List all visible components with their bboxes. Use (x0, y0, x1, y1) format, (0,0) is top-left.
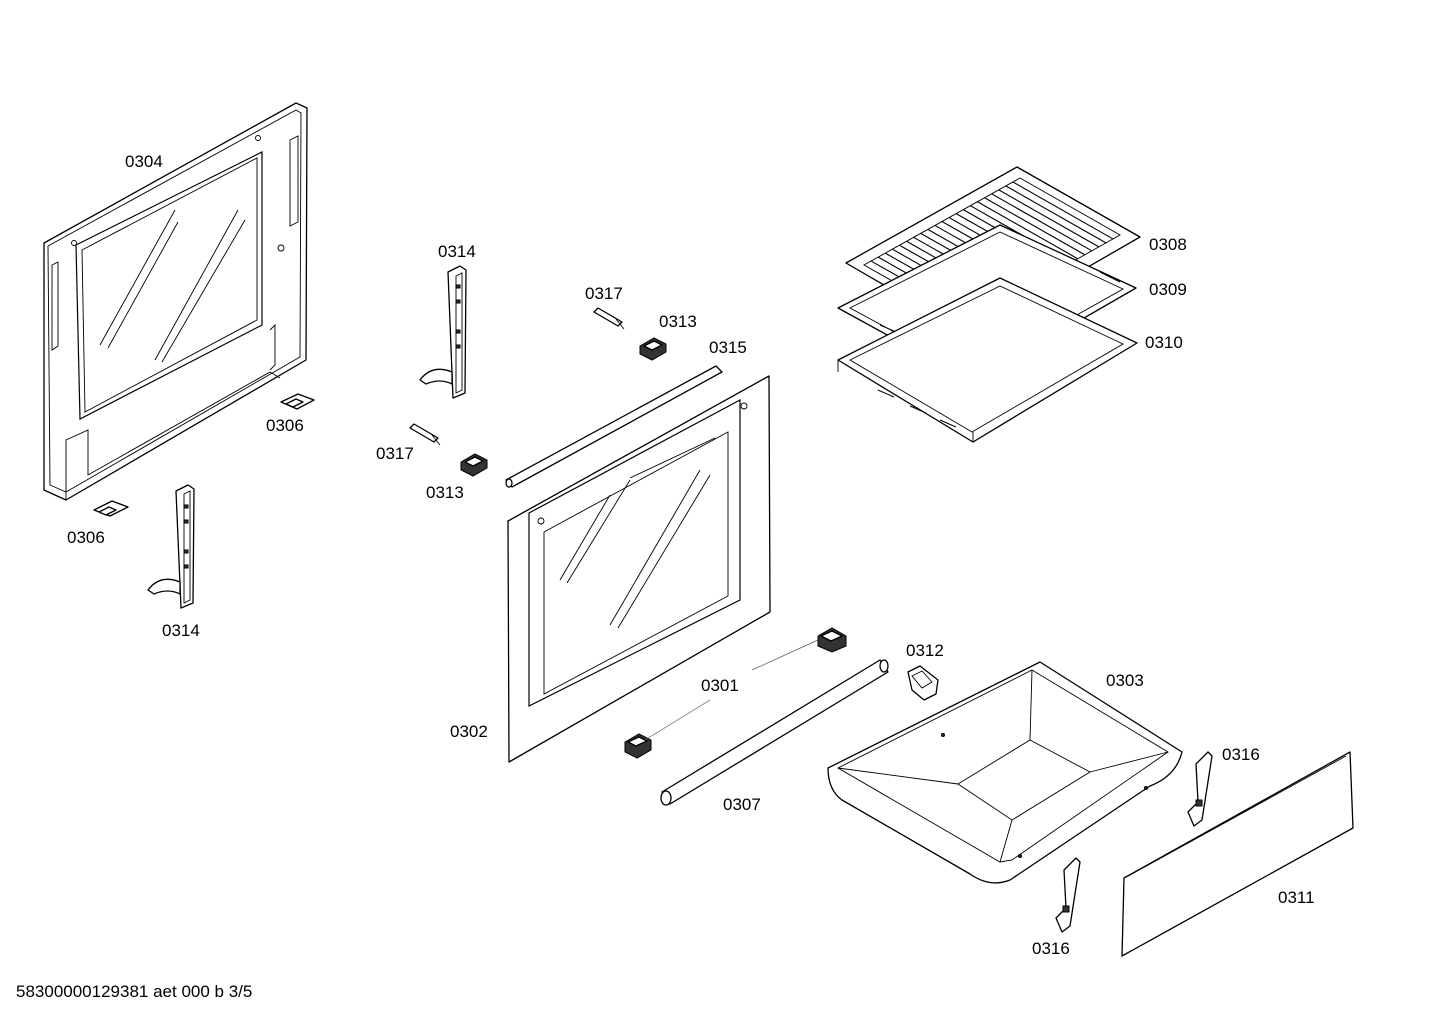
part-label-0310: 0310 (1145, 333, 1183, 352)
part-label-0301: 0301 (701, 676, 739, 695)
shelf-wire (984, 197, 1086, 256)
pin-part-0317-upper (593, 307, 625, 330)
part-label-0307: 0307 (723, 795, 761, 814)
shelf-wire (977, 201, 1078, 260)
part-label-0311: 0311 (1278, 888, 1315, 907)
shelf-wire (1012, 181, 1114, 240)
shelf-wire (991, 193, 1093, 252)
clip-part-0306-upper (280, 393, 315, 410)
part-label-0313-upper: 0313 (659, 312, 697, 331)
part-label-0314-lower: 0314 (162, 621, 200, 640)
part-label-0304: 0304 (125, 152, 163, 171)
bracket-part-0316-lower (1055, 857, 1081, 933)
part-label-0302: 0302 (450, 722, 488, 741)
part-label-0315: 0315 (709, 338, 747, 357)
part-label-0316-upper: 0316 (1222, 745, 1260, 764)
part-label-0306-upper: 0306 (266, 416, 304, 435)
seal-rod-part-0315 (505, 365, 723, 488)
shelf-wire (998, 189, 1100, 248)
deep-tray-part-0310 (837, 277, 1138, 443)
drawer-front-part-0311 (1121, 751, 1354, 957)
block-part-0313-upper (639, 337, 667, 361)
door-frame-part-0304 (43, 102, 308, 501)
part-label-0303: 0303 (1106, 671, 1144, 690)
bracket-part-0316-upper (1187, 751, 1213, 827)
part-label-0309: 0309 (1149, 280, 1187, 299)
drawer-tray-part-0303 (827, 661, 1183, 884)
handle-bar-part-0307 (660, 659, 889, 806)
block-part-0313-lower (460, 453, 488, 477)
drawing-reference: 58300000129381 aet 000 b 3/5 (16, 982, 253, 1001)
part-label-0312: 0312 (906, 641, 944, 660)
shelf-wire (1005, 185, 1107, 244)
part-label-0306-lower: 0306 (67, 528, 105, 547)
pin-part-0317-lower (409, 423, 441, 446)
part-label-0308: 0308 (1149, 235, 1187, 254)
part-label-0317-lower: 0317 (376, 444, 414, 463)
handle-brackets-part-0301 (624, 627, 847, 759)
part-label-0314-upper: 0314 (438, 242, 476, 261)
part-label-0313-lower: 0313 (426, 483, 464, 502)
part-label-0317-upper: 0317 (585, 284, 623, 303)
hinge-part-0314-upper (419, 265, 467, 399)
part-label-0316-lower: 0316 (1032, 939, 1070, 958)
clip-part-0312 (907, 665, 939, 701)
inner-door-part-0302 (507, 375, 771, 763)
clip-part-0306-lower (93, 500, 129, 517)
hinge-part-0314-lower (147, 484, 195, 609)
